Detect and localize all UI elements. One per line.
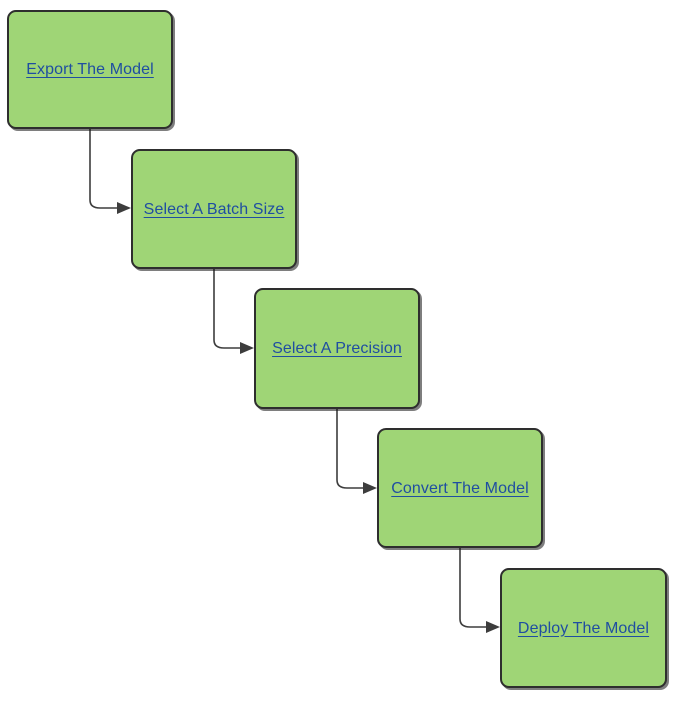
arrowhead-icon xyxy=(363,482,377,494)
edge-line xyxy=(336,409,372,489)
node-deploy-the-model[interactable]: Deploy The Model xyxy=(500,568,667,688)
edge-convert-to-deploy xyxy=(459,548,500,633)
node-convert-the-model[interactable]: Convert The Model xyxy=(377,428,543,548)
node-select-a-batch-size[interactable]: Select A Batch Size xyxy=(131,149,297,269)
node-label-deploy-the-model[interactable]: Deploy The Model xyxy=(517,619,650,637)
arrowhead-icon xyxy=(486,621,500,633)
node-label-convert-the-model[interactable]: Convert The Model xyxy=(391,479,529,497)
edge-line xyxy=(459,548,495,628)
node-label-export-the-model[interactable]: Export The Model xyxy=(26,61,154,78)
node-label-select-a-precision[interactable]: Select A Precision xyxy=(272,340,402,357)
arrowhead-icon xyxy=(240,342,254,354)
edge-line xyxy=(89,129,126,209)
edge-line xyxy=(213,269,249,349)
edge-export-to-batch xyxy=(89,129,131,214)
edge-batch-to-precision xyxy=(213,269,254,354)
arrowhead-icon xyxy=(117,202,131,214)
node-label-select-a-batch-size[interactable]: Select A Batch Size xyxy=(143,200,285,218)
edge-precision-to-convert xyxy=(336,409,377,494)
node-export-the-model[interactable]: Export The Model xyxy=(7,10,173,129)
node-select-a-precision[interactable]: Select A Precision xyxy=(254,288,420,409)
